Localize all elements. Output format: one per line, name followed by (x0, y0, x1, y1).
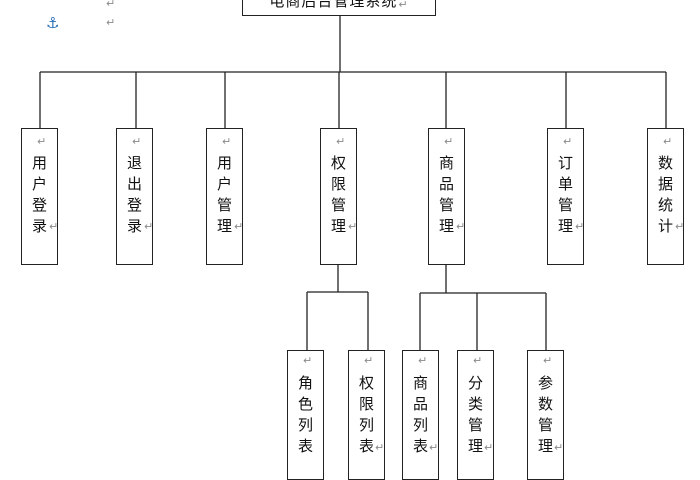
node-goods-list: ↵ 商品列表 ↵ (402, 350, 439, 480)
paragraph-mark: ↵ (49, 220, 59, 233)
paragraph-mark: ↵ (473, 354, 483, 367)
node-label: 权限列表 (357, 375, 375, 459)
paragraph-mark: ↵ (132, 135, 142, 148)
root-label: 电商后台管理系统 (269, 0, 398, 10)
node-label: 角色列表 (296, 375, 314, 459)
connector-lines (39, 16, 667, 350)
node-logout: ↵ 退出登录 ↵ (116, 128, 153, 265)
paragraph-mark: ↵ (484, 441, 494, 454)
node-label: 用户管理 (215, 155, 233, 239)
node-user-management: ↵ 用户管理 ↵ (206, 128, 243, 265)
node-permission-management: ↵ 权限管理 ↵ (320, 128, 357, 265)
node-label: 分类管理 (466, 375, 484, 459)
paragraph-mark: ↵ (37, 135, 47, 148)
paragraph-mark: ↵ (303, 354, 313, 367)
node-user-login: ↵ 用户登录 ↵ (21, 128, 58, 265)
node-label: 参数管理 (536, 375, 554, 459)
org-chart: ↵ ⚓ ↵ 电商后台管理系统↵ ↵ 用户登录 ↵ ↵ 退出登录 ↵ ↵ 用户管理… (21, 0, 684, 480)
node-label: 商品列表 (411, 375, 429, 459)
paragraph-mark: ↵ (563, 135, 573, 148)
paragraph-mark: ↵ (336, 135, 346, 148)
node-permission-list: ↵ 权限列表 ↵ (348, 350, 385, 480)
node-data-statistics: ↵ 数据统计 ↵ (647, 128, 684, 265)
node-label: 用户登录 (30, 155, 48, 239)
paragraph-mark: ↵ (106, 0, 116, 10)
paragraph-mark: ↵ (663, 135, 673, 148)
paragraph-mark: ↵ (144, 220, 154, 233)
paragraph-mark: ↵ (543, 354, 553, 367)
paragraph-mark: ↵ (222, 135, 232, 148)
paragraph-mark: ↵ (429, 441, 439, 454)
paragraph-mark: ↵ (418, 354, 428, 367)
paragraph-mark: ↵ (675, 220, 685, 233)
node-category-management: ↵ 分类管理 ↵ (457, 350, 494, 480)
node-role-list: ↵ 角色列表 (287, 350, 324, 480)
root-node: 电商后台管理系统↵ (242, 0, 436, 16)
paragraph-mark: ↵ (444, 135, 454, 148)
paragraph-mark: ↵ (364, 354, 374, 367)
paragraph-mark: ↵ (554, 441, 564, 454)
paragraph-mark: ↵ (375, 441, 385, 454)
paragraph-mark: ↵ (398, 0, 409, 11)
node-label: 商品管理 (437, 155, 455, 239)
node-label: 订单管理 (556, 155, 574, 239)
node-parameter-management: ↵ 参数管理 ↵ (527, 350, 564, 480)
paragraph-mark: ↵ (106, 16, 116, 29)
node-order-management: ↵ 订单管理 ↵ (547, 128, 584, 265)
paragraph-mark: ↵ (456, 220, 466, 233)
anchor-icon: ⚓ (46, 14, 60, 32)
paragraph-mark: ↵ (234, 220, 244, 233)
paragraph-mark: ↵ (348, 220, 358, 233)
paragraph-mark: ↵ (575, 220, 585, 233)
node-label: 数据统计 (656, 155, 674, 239)
node-label: 退出登录 (125, 155, 143, 239)
node-label: 权限管理 (329, 155, 347, 239)
node-goods-management: ↵ 商品管理 ↵ (428, 128, 465, 265)
